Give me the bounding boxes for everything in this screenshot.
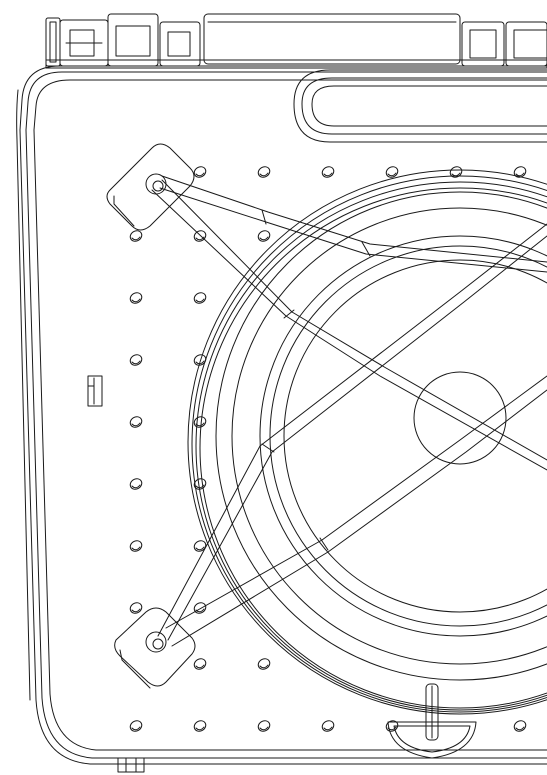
perforation-hole bbox=[128, 477, 143, 492]
strap-joint-2 bbox=[362, 242, 370, 256]
retaining-straps bbox=[152, 176, 547, 646]
reel-outer-3 bbox=[196, 182, 547, 710]
perforation-hole bbox=[192, 229, 207, 244]
anchor-pin bbox=[146, 174, 166, 194]
hinge-knuckle-1 bbox=[46, 18, 60, 66]
hinge-knuckle-4 bbox=[160, 22, 200, 66]
perforation-hole bbox=[256, 657, 271, 672]
reel-rim bbox=[216, 192, 547, 680]
anchor-pad-shadow bbox=[114, 196, 134, 226]
reel-outer-2 bbox=[192, 176, 547, 712]
tray-outline bbox=[20, 66, 547, 764]
strap-bottom-left-d bbox=[172, 390, 547, 646]
side-label-tag bbox=[88, 376, 102, 406]
perforation-hole bbox=[128, 539, 143, 554]
perforation-hole bbox=[128, 353, 143, 368]
perforation-hole bbox=[512, 165, 527, 180]
perforation-hole bbox=[192, 415, 207, 430]
strap-joint-3 bbox=[284, 310, 294, 318]
reel-ring-2 bbox=[260, 236, 547, 636]
reel-ring-1 bbox=[232, 208, 547, 664]
hinge-knuckle-6 bbox=[506, 22, 547, 66]
perforation-hole bbox=[256, 229, 271, 244]
carry-slot-inner bbox=[302, 78, 547, 134]
reel-outer-4 bbox=[200, 188, 547, 708]
anchor-pad bbox=[107, 144, 194, 230]
carry-slot-outer bbox=[294, 70, 547, 142]
carry-slot-lip bbox=[312, 86, 547, 126]
release-pin bbox=[388, 684, 476, 758]
tray-edge-left bbox=[17, 90, 30, 700]
hinge-knuckle-4-core bbox=[168, 32, 190, 56]
tray-wall-inner bbox=[34, 80, 547, 750]
perforation-hole bbox=[192, 353, 207, 368]
coil-reel bbox=[188, 170, 547, 714]
hinge-knuckle-3-core bbox=[116, 26, 150, 56]
perforation-hole bbox=[192, 165, 207, 180]
bottom-grip bbox=[388, 722, 476, 758]
perforation-hole bbox=[192, 291, 207, 306]
strap-bottom-left-c bbox=[166, 376, 547, 628]
hinge-assembly bbox=[46, 14, 547, 68]
carry-slot bbox=[294, 70, 547, 142]
bottom-hinge-body bbox=[118, 758, 144, 772]
strap-top-left-b bbox=[160, 188, 547, 272]
perforation-hole bbox=[192, 477, 207, 492]
tag-outer bbox=[88, 376, 102, 406]
perforation-hole bbox=[192, 657, 207, 672]
bottom-hinge bbox=[118, 758, 144, 772]
perforation-hole bbox=[192, 539, 207, 554]
perforation-holes bbox=[128, 165, 527, 734]
lid-handle-bar bbox=[204, 14, 460, 64]
reel-ring-3 bbox=[270, 246, 547, 626]
anchor-pin-inner bbox=[153, 181, 163, 191]
strap-top-left-d bbox=[162, 180, 547, 460]
hinge-knuckle-5 bbox=[462, 22, 504, 66]
perforation-hole bbox=[448, 165, 463, 180]
hinge-knuckle-1-core bbox=[50, 22, 56, 62]
anchor-pin bbox=[146, 632, 166, 652]
pin-shaft bbox=[426, 684, 438, 740]
perforation-hole bbox=[320, 165, 335, 180]
strap-joint-1 bbox=[262, 210, 266, 224]
strap-bottom-left-b bbox=[168, 236, 547, 640]
reel-ring-4 bbox=[284, 260, 547, 612]
anchor-bottom-left bbox=[115, 608, 195, 688]
perforation-hole bbox=[320, 719, 335, 734]
perforation-hole bbox=[128, 601, 143, 616]
perforation-hole bbox=[128, 229, 143, 244]
strap-top-left-a bbox=[162, 176, 547, 262]
hinge-knuckle-6-core bbox=[514, 30, 547, 58]
strap-top-left-c bbox=[152, 190, 547, 470]
anchor-pad-shadow bbox=[120, 650, 150, 688]
anchor-top-left bbox=[107, 144, 194, 230]
perforation-hole bbox=[384, 165, 399, 180]
strap-joint-5 bbox=[320, 538, 328, 550]
perforation-hole bbox=[128, 291, 143, 306]
perforation-hole bbox=[192, 601, 207, 616]
reel-outer-1 bbox=[188, 170, 547, 714]
perforation-hole bbox=[256, 719, 271, 734]
bottom-grip-inner bbox=[394, 726, 470, 752]
perforation-hole bbox=[256, 165, 271, 180]
tray-body bbox=[17, 66, 547, 764]
perforation-hole bbox=[128, 719, 143, 734]
perforation-hole bbox=[192, 719, 207, 734]
strap-bottom-left-a bbox=[158, 224, 547, 636]
hinge-knuckle-5-core bbox=[470, 30, 496, 58]
strap-joint-4 bbox=[262, 444, 274, 452]
perforation-hole bbox=[512, 719, 527, 734]
anchor-pad bbox=[115, 608, 195, 686]
perforation-hole bbox=[128, 415, 143, 430]
hinge-knuckle-3 bbox=[108, 14, 158, 66]
tray-outline-inner bbox=[26, 72, 547, 758]
reel-hub bbox=[414, 372, 506, 464]
anchor-pin-inner bbox=[153, 639, 163, 649]
